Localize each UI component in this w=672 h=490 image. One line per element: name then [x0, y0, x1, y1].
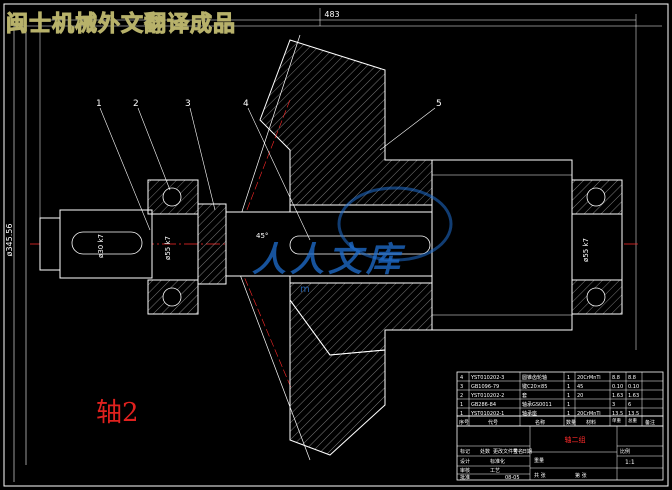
- bom-cell-w2: 0.10: [628, 384, 639, 390]
- bearing-roller: [586, 187, 606, 207]
- balloon-5: 5: [436, 99, 442, 109]
- bom-rows: 4 YST010202-3 圆锥齿轮轴 1 20CrMnTi 8.8 8.8 3 GB1096-…: [460, 374, 639, 417]
- svg-text:数量: 数量: [566, 419, 576, 426]
- bom-cell-name: 轴承座: [522, 410, 537, 417]
- balloon-3: 3: [185, 99, 191, 109]
- drawing-name: 轴二组: [565, 435, 586, 444]
- keyway-left: [71, 231, 143, 255]
- balloon-2: 2: [133, 99, 139, 109]
- main-shaft: [225, 211, 433, 277]
- tb-scale-label: 比例: [620, 448, 630, 455]
- svg-text:单重: 单重: [612, 417, 621, 424]
- tb-date: 日期: [522, 449, 532, 455]
- tb-check: 审核: [460, 467, 470, 474]
- tb-sheet: 共 张: [534, 472, 546, 479]
- bom-cell-qty: 1: [567, 393, 570, 399]
- watermark-logo: 人人文库: [252, 240, 404, 280]
- shaft-left-section: [59, 209, 153, 279]
- dim-d1-text: ø30 k7: [97, 234, 105, 258]
- bom-cell-w1: 0.10: [612, 384, 623, 390]
- bom-cell-name: 圆锥齿轮轴: [522, 374, 547, 381]
- dim-d2-text: ø55 k7: [164, 236, 172, 260]
- tb-approve: 批准: [460, 474, 470, 481]
- sleeve: [197, 203, 227, 285]
- gear-lower-teeth: [289, 298, 386, 456]
- bom-cell-name: 套: [522, 392, 527, 399]
- watermark-url: m: [300, 284, 311, 295]
- tb-sign: 签名: [513, 448, 523, 455]
- svg-text:总重: 总重: [628, 417, 637, 424]
- tb-marks: 标记: [460, 448, 470, 455]
- tb-qty: 处数: [480, 448, 490, 455]
- bearing-roller: [586, 287, 606, 307]
- bom-cell-code: YST010202-2: [470, 393, 504, 399]
- bom-cell-code: GB286-84: [471, 402, 496, 408]
- bom-cell-w2: 6: [628, 402, 631, 408]
- balloon-1: 1: [96, 99, 102, 109]
- balloon-4: 4: [243, 99, 249, 109]
- bom-cell-mat: 20: [577, 393, 583, 399]
- tb-file: 更改文件号: [493, 448, 518, 455]
- bom-header: 序号 代号 名称 数量 材料 单重 总重 备注: [459, 417, 655, 426]
- bom-cell-w2: 1.63: [628, 393, 639, 399]
- tb-weight: 重量: [534, 457, 544, 464]
- bearing-roller: [162, 287, 182, 307]
- tb-date2: 08-05: [505, 475, 520, 481]
- bom-cell-code: YST010202-1: [470, 411, 504, 417]
- svg-text:代号: 代号: [488, 419, 498, 426]
- bom-cell-no: 2: [460, 393, 463, 399]
- bom-cell-no: 1: [460, 402, 463, 408]
- bom-cell-mat: 20CrMnTi: [577, 375, 601, 381]
- bom-cell-w2: 13.5: [628, 411, 639, 417]
- svg-text:备注: 备注: [645, 419, 655, 426]
- bom-cell-qty: 1: [567, 411, 570, 417]
- svg-text:材料: 材料: [586, 419, 596, 426]
- header-title: 闽士机械外文翻译成品: [5, 12, 237, 38]
- keyway-main: [289, 235, 431, 255]
- svg-text:序号: 序号: [459, 419, 469, 426]
- bom-cell-name: 轴承GS0011: [522, 401, 552, 408]
- tb-process: 工艺: [490, 468, 500, 474]
- dim-angle-text: 45°: [256, 232, 268, 240]
- bom-cell-mat: 20CrMnTi: [577, 411, 601, 417]
- dim-height-text: ø345.56: [5, 224, 14, 257]
- bom-cell-w1: 1.63: [612, 393, 623, 399]
- dim-overall-text: 483: [324, 10, 339, 19]
- bom-cell-mat: 45: [577, 384, 583, 390]
- tb-std: 标准化: [490, 458, 505, 465]
- leader-lines: [99, 107, 436, 241]
- bom-cell-no: 3: [460, 384, 463, 390]
- outer-frame: [3, 3, 669, 487]
- shaft-end: [39, 217, 61, 271]
- tb-design: 设计: [460, 458, 470, 465]
- dim-d3-text: ø55 k7: [582, 238, 590, 262]
- bom-cell-no: 1: [460, 411, 463, 417]
- shaft-right-housing: [431, 159, 573, 331]
- watermark-ring: [337, 186, 453, 262]
- bom-cell-w1: 3: [612, 402, 615, 408]
- bom-cell-qty: 1: [567, 402, 570, 408]
- tb-sheet2: 第 张: [575, 472, 587, 479]
- bom-cell-code: YST010202-3: [470, 375, 504, 381]
- svg-text:名称: 名称: [535, 419, 545, 426]
- bom-cell-code: GB1096-79: [471, 384, 499, 390]
- title-block: [456, 425, 664, 481]
- bevel-gear-body: [259, 39, 433, 356]
- bom-cell-w1: 13.5: [612, 411, 623, 417]
- bom-cell-qty: 1: [567, 384, 570, 390]
- shaft-right-end: [571, 213, 623, 281]
- bom-cell-w1: 8.8: [612, 375, 620, 381]
- bom-cell-qty: 1: [567, 375, 570, 381]
- drawing-caption: 轴2: [96, 398, 139, 428]
- bearing-roller: [162, 187, 182, 207]
- bom-cell-no: 4: [460, 375, 463, 381]
- tb-scale: 1:1: [625, 459, 635, 466]
- bom-cell-name: 键C20×85: [522, 383, 547, 390]
- bom-cell-w2: 8.8: [628, 375, 636, 381]
